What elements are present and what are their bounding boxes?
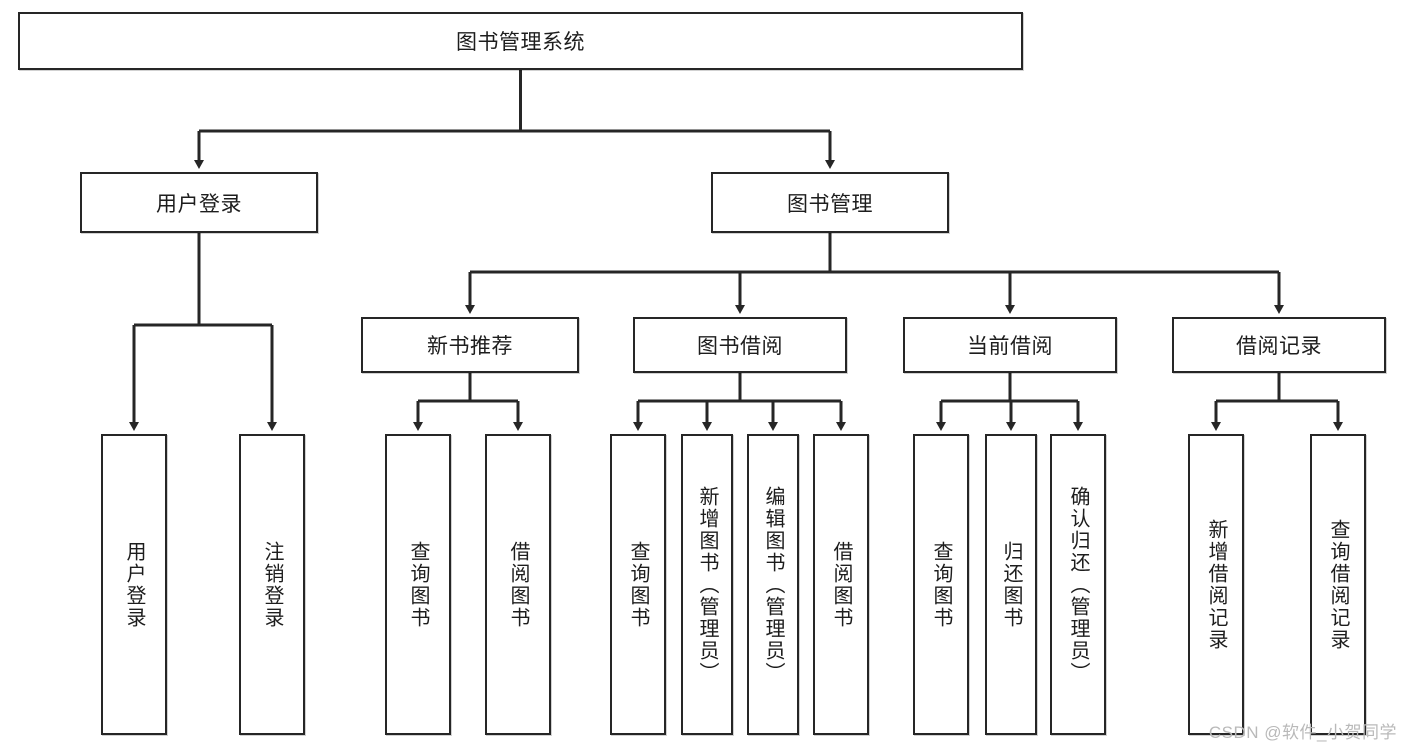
node-leaf-add-record[interactable]: 新增借阅记录 <box>1188 434 1244 735</box>
node-leaf-return-book[interactable]: 归还图书 <box>985 434 1037 735</box>
node-user-login[interactable]: 用户登录 <box>80 172 318 233</box>
node-leaf-logout[interactable]: 注销登录 <box>239 434 305 735</box>
node-label-leaf-add-record: 新增借阅记录 <box>1205 518 1227 651</box>
node-label-book-borrow: 图书借阅 <box>697 335 783 358</box>
node-leaf-query-book-b[interactable]: 查询图书 <box>610 434 666 735</box>
node-label-root: 图书管理系统 <box>456 31 585 54</box>
node-leaf-confirm-return[interactable]: 确认归还（管理员） <box>1050 434 1106 735</box>
node-label-leaf-add-book: 新增图书（管理员） <box>696 485 718 684</box>
node-leaf-edit-book[interactable]: 编辑图书（管理员） <box>747 434 799 735</box>
node-leaf-add-book[interactable]: 新增图书（管理员） <box>681 434 733 735</box>
node-label-borrow-record: 借阅记录 <box>1236 335 1322 358</box>
node-label-leaf-query-book-c: 查询图书 <box>930 540 952 629</box>
node-new-book-rec[interactable]: 新书推荐 <box>361 317 579 373</box>
node-label-book-manage: 图书管理 <box>787 192 873 216</box>
node-leaf-query-book-c[interactable]: 查询图书 <box>913 434 969 735</box>
node-label-leaf-borrow-book-b: 借阅图书 <box>830 540 852 629</box>
node-label-new-book-rec: 新书推荐 <box>427 335 513 358</box>
node-leaf-borrow-book-rec[interactable]: 借阅图书 <box>485 434 551 735</box>
node-label-leaf-logout: 注销登录 <box>261 540 283 629</box>
node-label-leaf-confirm-return: 确认归还（管理员） <box>1067 485 1089 684</box>
node-book-manage[interactable]: 图书管理 <box>711 172 949 233</box>
node-label-leaf-return-book: 归还图书 <box>1000 540 1022 629</box>
node-label-leaf-borrow-book-rec: 借阅图书 <box>507 540 529 629</box>
node-label-leaf-query-book-rec: 查询图书 <box>407 540 429 629</box>
node-borrow-record[interactable]: 借阅记录 <box>1172 317 1386 373</box>
node-leaf-query-record[interactable]: 查询借阅记录 <box>1310 434 1366 735</box>
node-label-current-borrow: 当前借阅 <box>967 335 1053 358</box>
node-label-leaf-query-record: 查询借阅记录 <box>1327 518 1349 651</box>
node-label-user-login: 用户登录 <box>156 192 242 216</box>
node-label-leaf-query-book-b: 查询图书 <box>627 540 649 629</box>
node-label-leaf-edit-book: 编辑图书（管理员） <box>762 485 784 684</box>
node-leaf-user-login[interactable]: 用户登录 <box>101 434 167 735</box>
node-leaf-query-book-rec[interactable]: 查询图书 <box>385 434 451 735</box>
node-current-borrow[interactable]: 当前借阅 <box>903 317 1117 373</box>
node-label-leaf-user-login: 用户登录 <box>123 540 145 629</box>
node-book-borrow[interactable]: 图书借阅 <box>633 317 847 373</box>
node-root[interactable]: 图书管理系统 <box>18 12 1023 70</box>
node-leaf-borrow-book-b[interactable]: 借阅图书 <box>813 434 869 735</box>
